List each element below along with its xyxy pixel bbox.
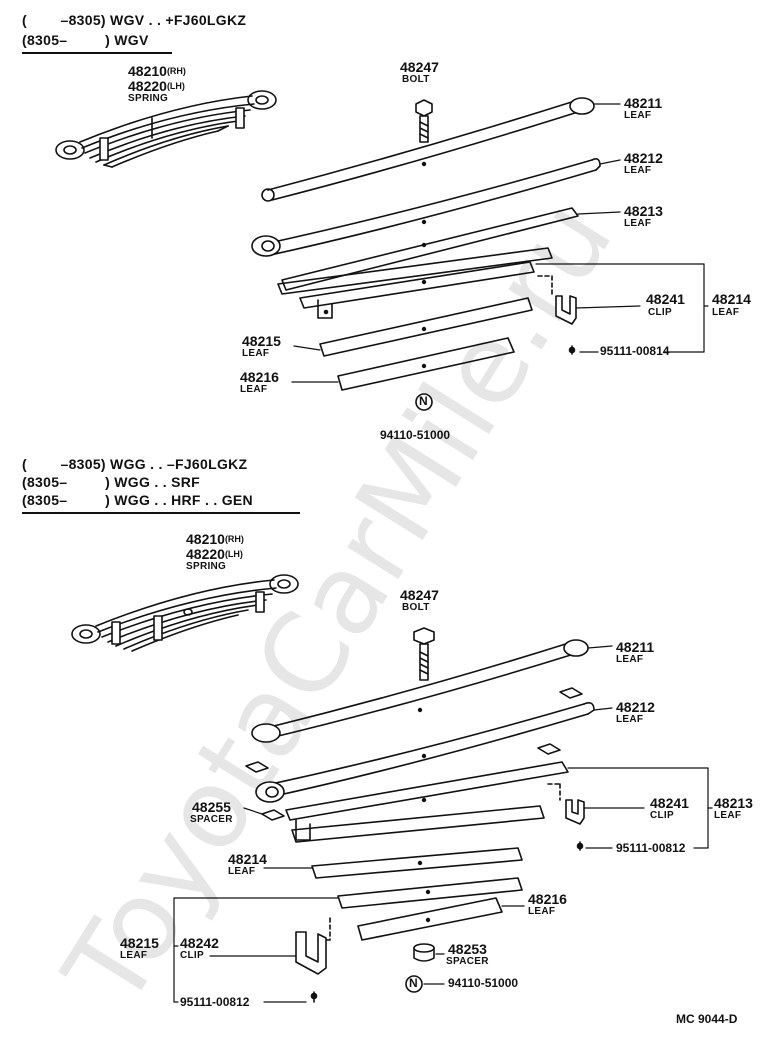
top-spring-lh: (LH) <box>166 81 185 91</box>
top-nut-symbol: N <box>419 394 428 408</box>
bottom-nut-pn: 94110-51000 <box>448 976 519 990</box>
top-leaf-48216 <box>337 337 515 391</box>
bottom-spacer-48253-name: SPACER <box>446 956 489 967</box>
bottom-leader-lines <box>173 645 713 1003</box>
header-top-rule <box>22 52 172 54</box>
bottom-leaf-48212-pn: 48212 <box>616 699 655 715</box>
top-leaf-48216-name: LEAF <box>240 384 268 395</box>
header-top-line-2: (8305– ) WGV <box>22 32 149 48</box>
bottom-rivet-a-pn: 95111-00812 <box>616 841 686 855</box>
bottom-spring-rh: (RH) <box>224 534 244 544</box>
bottom-rivet-b <box>310 991 318 1003</box>
top-bolt <box>415 99 433 143</box>
bottom-rivet-b-pn: 95111-00812 <box>180 995 250 1009</box>
top-leaf-48211 <box>261 97 595 202</box>
header-bottom-line-3: (8305– ) WGG . . HRF . . GEN <box>22 492 253 508</box>
bottom-leaf-48211 <box>251 639 589 743</box>
header-bottom-line-2: (8305– ) WGG . . SRF <box>22 474 200 490</box>
bottom-spacer-48253 <box>413 943 435 962</box>
top-rivet <box>568 345 576 355</box>
top-nut-pn: 94110-51000 <box>380 428 451 442</box>
bottom-clip-48241-pn: 48241 <box>650 795 689 811</box>
bottom-leaf-48213-name: LEAF <box>714 810 742 821</box>
bottom-leaf-48211-pn: 48211 <box>616 639 655 655</box>
top-spring-name: SPRING <box>128 93 169 104</box>
top-leaf-48214-plate <box>277 247 553 319</box>
bottom-leaf-48215-name: LEAF <box>120 950 148 961</box>
bottom-bolt <box>413 627 435 681</box>
top-bolt-name: BOLT <box>402 74 430 85</box>
top-leaf-48216-pn: 48216 <box>240 369 279 385</box>
top-nut <box>415 393 433 411</box>
header-bottom-rule <box>22 512 300 514</box>
bottom-nut <box>405 975 423 993</box>
top-leaf-48214-name: LEAF <box>712 307 740 318</box>
bottom-rivet-a <box>576 841 584 851</box>
top-leaf-48213 <box>281 207 579 291</box>
top-leaf-48212-pn: 48212 <box>624 150 663 166</box>
bottom-nut-symbol: N <box>409 976 418 990</box>
top-leaf-48215-pn: 48215 <box>242 333 281 349</box>
bottom-leaf-48212 <box>255 702 595 803</box>
top-leaf-48214-pn: 48214 <box>712 291 751 307</box>
bottom-bolt-pn: 48247 <box>400 587 439 603</box>
bottom-leaf-48214-pn: 48214 <box>228 851 267 867</box>
top-bolt-pn: 48247 <box>400 59 439 75</box>
bottom-leaf-48215-pn: 48215 <box>120 935 159 951</box>
bottom-leaf-48214-name: LEAF <box>228 866 256 877</box>
bottom-spring-name: SPRING <box>186 561 227 572</box>
diagram-code: MC 9044-D <box>676 1012 738 1026</box>
bottom-clip-48241 <box>547 783 585 825</box>
top-spring-assembly <box>55 90 277 168</box>
bottom-spacer-48255-pn: 48255 <box>192 799 231 815</box>
bottom-leaf-48211-name: LEAF <box>616 654 644 665</box>
top-leaf-48211-pn: 48211 <box>624 95 663 111</box>
top-spring-pn-rh: 48210 <box>128 63 167 79</box>
bottom-clip-48242-name: CLIP <box>180 950 204 961</box>
top-leaf-48212 <box>251 158 601 257</box>
bottom-clip-48242-pn: 48242 <box>180 935 219 951</box>
top-leaf-48213-name: LEAF <box>624 218 652 229</box>
bottom-spacer-48253-pn: 48253 <box>448 941 487 957</box>
header-top-line-1: ( –8305) WGV . . +FJ60LGKZ <box>22 12 247 28</box>
bottom-leaf-48214 <box>311 847 523 879</box>
bottom-clip-48242 <box>295 917 331 975</box>
header-bottom-line-1: ( –8305) WGG . . –FJ60LGKZ <box>22 456 248 472</box>
top-leader-lines <box>291 103 709 383</box>
top-leaf-48212-name: LEAF <box>624 165 652 176</box>
top-leaf-48215-name: LEAF <box>242 348 270 359</box>
bottom-spacer-pads <box>245 687 583 821</box>
bottom-leaf-48216 <box>357 897 503 941</box>
bottom-leaf-48215-plate <box>337 877 523 909</box>
bottom-leaf-48213-plate <box>285 761 569 843</box>
top-spring-rh: (RH) <box>166 66 186 76</box>
bottom-bolt-name: BOLT <box>402 602 430 613</box>
bottom-spring-pn-rh: 48210 <box>186 531 225 547</box>
bottom-leaf-48216-pn: 48216 <box>528 891 567 907</box>
bottom-spring-pn-lh: 48220 <box>186 546 225 562</box>
top-leaf-48213-pn: 48213 <box>624 203 663 219</box>
bottom-leaf-48212-name: LEAF <box>616 714 644 725</box>
top-clip-48241-name: CLIP <box>648 307 672 318</box>
bottom-spring-lh: (LH) <box>224 549 243 559</box>
top-rivet-pn: 95111-00814 <box>600 344 670 358</box>
top-clip-48241-pn: 48241 <box>646 291 685 307</box>
top-leaf-48211-name: LEAF <box>624 110 652 121</box>
top-clip-48241 <box>537 275 577 325</box>
bottom-leaf-48213-pn: 48213 <box>714 795 753 811</box>
bottom-clip-48241-name: CLIP <box>650 810 674 821</box>
bottom-spacer-48255-name: SPACER <box>190 814 233 825</box>
top-leaf-48215 <box>319 297 533 357</box>
bottom-spring-assembly <box>71 574 299 652</box>
top-spring-pn-lh: 48220 <box>128 78 167 94</box>
bottom-leaf-48216-name: LEAF <box>528 906 556 917</box>
